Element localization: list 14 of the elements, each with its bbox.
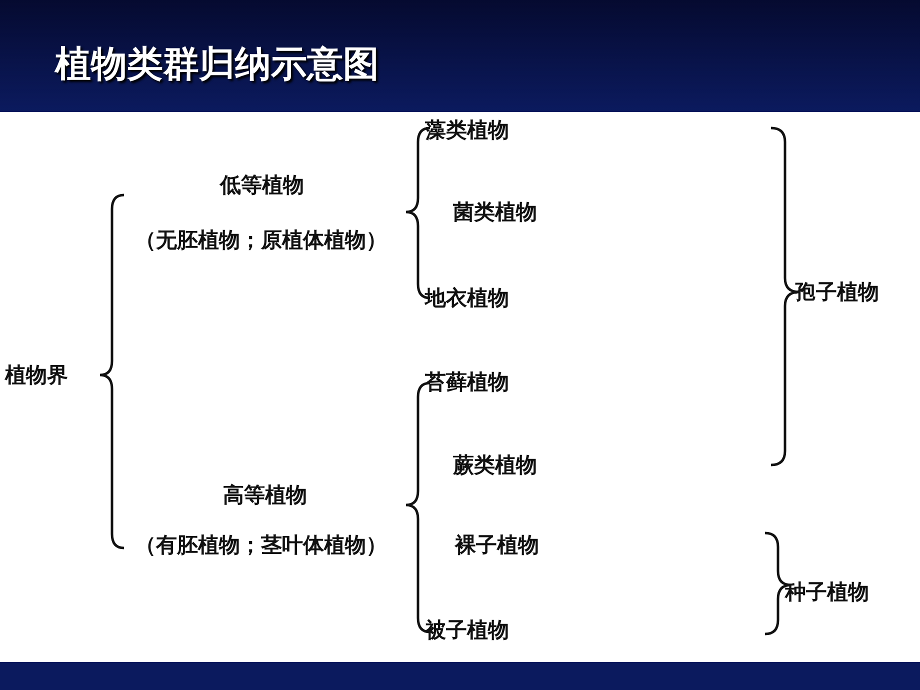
label: 被子植物 <box>425 617 509 644</box>
label: （无胚植物；原植体植物） <box>135 227 387 254</box>
label: 藻类植物 <box>425 117 509 144</box>
label: 地衣植物 <box>425 285 509 312</box>
label: 苔藓植物 <box>425 369 509 396</box>
label: 蕨类植物 <box>453 452 537 479</box>
title: 植物类群归纳示意图 <box>55 43 379 87</box>
label: 菌类植物 <box>453 199 537 226</box>
label: （有胚植物；茎叶体植物） <box>135 532 387 559</box>
label: 低等植物 <box>220 172 304 199</box>
label: 植物界 <box>5 362 68 389</box>
label: 孢子植物 <box>795 279 879 306</box>
label: 裸子植物 <box>455 532 539 559</box>
label: 高等植物 <box>223 482 307 509</box>
